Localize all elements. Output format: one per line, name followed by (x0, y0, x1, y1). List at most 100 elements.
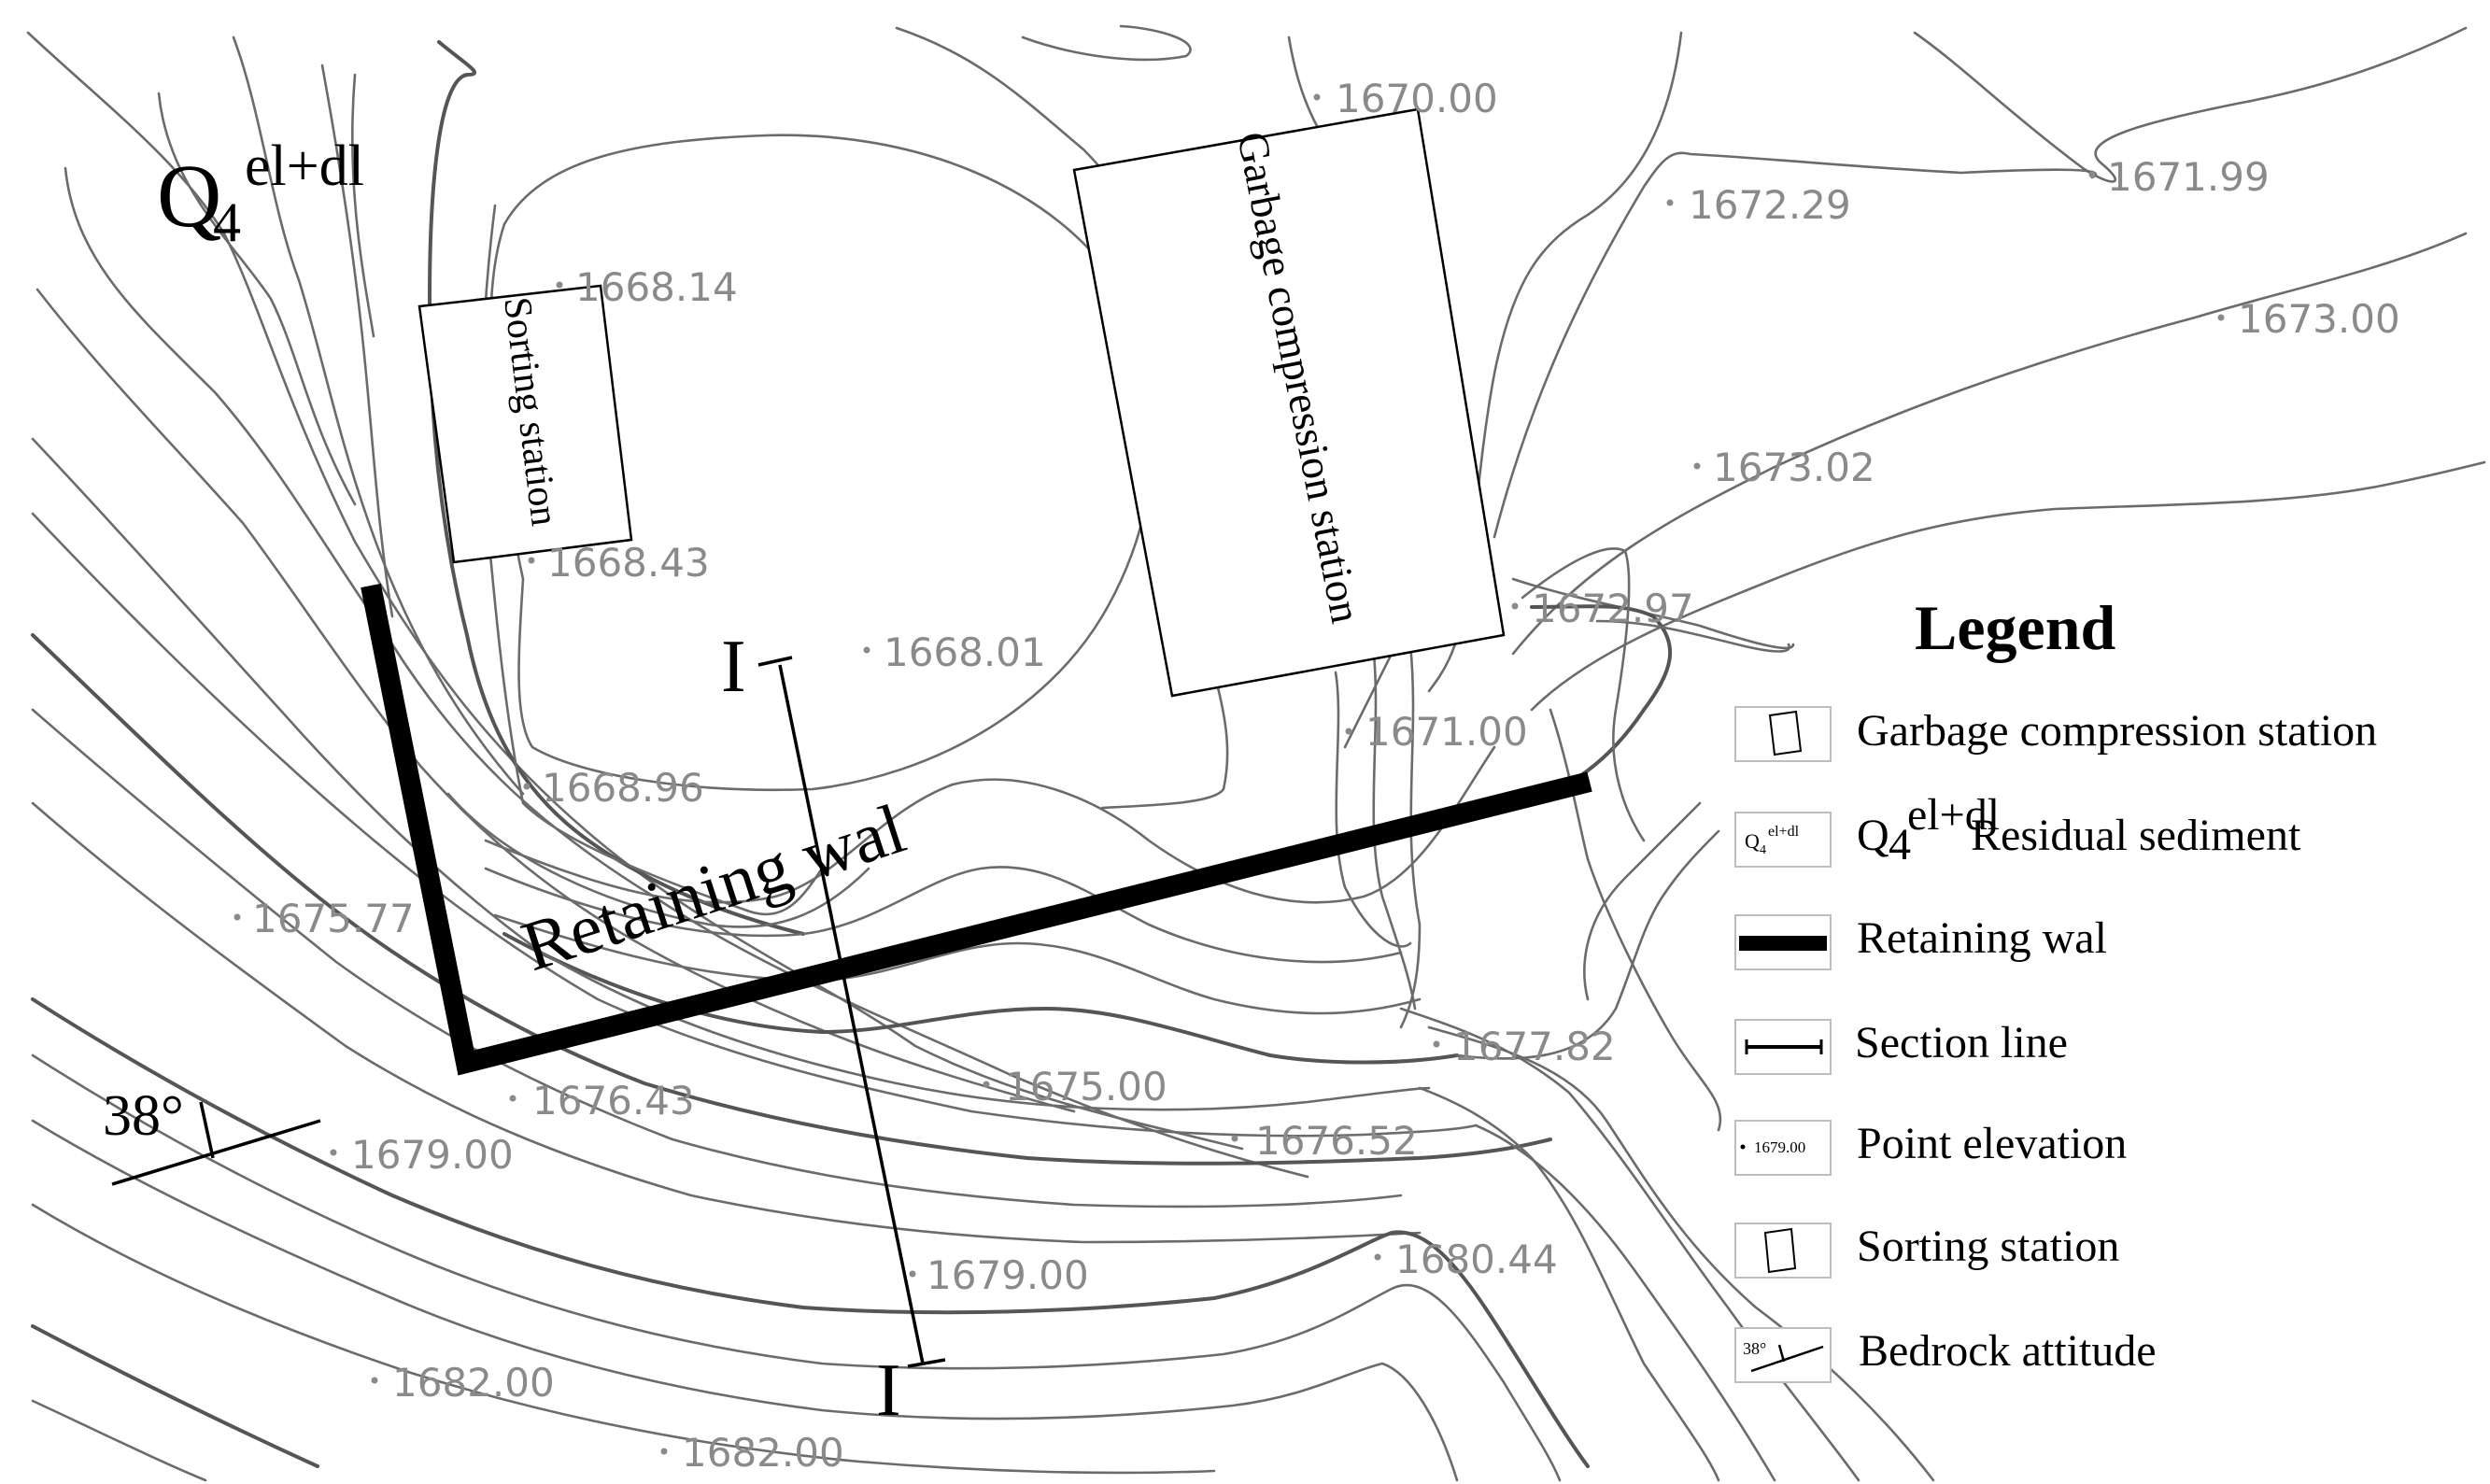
contour-line (1100, 671, 1229, 810)
point-elevation: 1672.97 (1511, 586, 1694, 631)
legend-bedrock-icon-text: 38° (1743, 1339, 1766, 1358)
contour-line (1530, 604, 1673, 805)
legend-label: Section line (1855, 1018, 2068, 1067)
point-elevation: 1680.44 (1374, 1237, 1558, 1282)
legend-item: 38° Bedrock attitude (1734, 1326, 2157, 1383)
elevation-label: 1673.02 (1713, 445, 1875, 490)
point-elevation: 1672.29 (1666, 182, 1851, 228)
legend-label-sub: 4 (1889, 820, 1911, 869)
elevation-dot (1433, 1040, 1440, 1048)
legend-bedrock-dip-tick (1777, 1344, 1786, 1363)
legend-title: Legend (1915, 592, 2116, 663)
elevation-label: 1672.97 (1532, 586, 1694, 631)
elevation-dot (1345, 728, 1352, 735)
elevation-dot (1313, 93, 1321, 101)
point-elevation: 1671.99 (2088, 154, 2270, 200)
elevation-label: 1671.99 (2107, 154, 2270, 200)
legend-label-rest: Residual sediment (1971, 811, 2301, 860)
q4-subscript: 4 (213, 191, 241, 253)
contour-line (31, 997, 1590, 1468)
contour-line (502, 932, 1459, 1065)
contour-line (1913, 26, 2468, 183)
contour-line (157, 92, 357, 506)
section-line-i-i: I I (721, 626, 946, 1432)
sorting-station-footprint (417, 284, 633, 564)
elevation-label: 1668.96 (542, 765, 704, 811)
elevation-label: 1671.00 (1365, 709, 1528, 755)
contour-line (31, 708, 1403, 1208)
elevation-dot (2088, 171, 2096, 178)
contour-line (1474, 1124, 1776, 1482)
contour-line (1521, 547, 1646, 842)
bedrock-attitude-symbol: 38° (103, 1084, 321, 1186)
contour-line (1595, 619, 1791, 653)
legend-label: Point elevation (1857, 1119, 2127, 1168)
legend-q4-icon-sup: el+dl (1768, 824, 1800, 840)
legend-icon-box (1734, 1120, 1832, 1176)
point-elevation: 1677.82 (1433, 1024, 1616, 1069)
contour-line (1427, 1025, 1935, 1482)
legend-sorting-station-icon (1763, 1227, 1797, 1274)
elevation-label: 1668.01 (884, 629, 1046, 675)
contour-line (1399, 643, 1422, 1029)
point-elevation: 1668.96 (523, 765, 704, 811)
elevation-label: 1679.00 (927, 1252, 1089, 1298)
legend-item: Section line (1734, 1018, 2068, 1075)
contour-line (26, 31, 1244, 1151)
point-elevation: 1676.52 (1231, 1118, 1418, 1164)
contour-line (1455, 829, 1720, 1060)
contour-line (484, 866, 1403, 964)
legend-item: Garbage compression station (1734, 706, 2377, 762)
elevation-label: 1675.00 (1005, 1064, 1167, 1109)
q4-base: Q (157, 146, 221, 246)
elevation-label: 1682.00 (682, 1430, 844, 1476)
section-line-end-tick-top (757, 656, 793, 667)
garbage-compression-station-footprint (1072, 107, 1506, 698)
section-line (778, 664, 925, 1364)
elevation-label: 1680.44 (1395, 1237, 1558, 1282)
legend-item: Q 4 el+dl Q 4 el+dl Residual sediment (1734, 790, 2301, 869)
legend-point-elevation-dot (1740, 1144, 1746, 1150)
legend-label-sup: el+dl (1907, 790, 2000, 840)
elevation-label: 1679.00 (351, 1132, 514, 1178)
legend-icon-box (1734, 812, 1832, 868)
contour-line (31, 1119, 1459, 1482)
elevation-dot (523, 783, 531, 790)
section-line-end-tick-bottom (907, 1358, 946, 1368)
legend-bedrock-strike-line (1750, 1345, 1824, 1373)
elevation-label: 1677.82 (1453, 1024, 1616, 1069)
point-elevation: 1668.14 (556, 264, 738, 310)
contour-line (1418, 1086, 1720, 1482)
legend-label: Bedrock attitude (1859, 1326, 2157, 1376)
point-elevation: 1682.00 (371, 1360, 555, 1406)
point-elevation: 1682.00 (660, 1430, 844, 1476)
elevation-dot (863, 646, 870, 654)
elevation-dot (556, 281, 563, 289)
legend-q4-icon-base: Q (1745, 829, 1760, 853)
legend-point-elevation-icon-text: 1679.00 (1754, 1138, 1805, 1156)
legend-retaining-wall-icon (1739, 936, 1827, 951)
elevation-label: 1682.00 (392, 1360, 555, 1406)
elevation-dot (528, 557, 535, 564)
legend-item: 1679.00 Point elevation (1734, 1119, 2127, 1176)
q4-superscript: el+dl (245, 134, 364, 198)
section-label-bottom: I (876, 1350, 901, 1432)
elevation-dot (233, 913, 241, 921)
strike-line (111, 1119, 321, 1186)
elevation-dot (1693, 462, 1701, 470)
elevation-label: 1673.00 (2238, 296, 2400, 342)
contour-line (232, 35, 525, 796)
point-elevation: 1676.43 (509, 1078, 695, 1124)
elevation-label: 1670.00 (1336, 76, 1498, 121)
legend-label: Sorting station (1857, 1222, 2119, 1271)
legend-label: Garbage compression station (1857, 706, 2377, 756)
sorting-station[interactable]: Sorting station (417, 284, 633, 564)
dip-tick (199, 1101, 215, 1159)
contour-line (31, 801, 1422, 1244)
garbage-compression-station[interactable]: Garbage compression station (1072, 107, 1506, 698)
elevation-dot (1374, 1253, 1381, 1261)
contour-line (31, 633, 1552, 1166)
contour-line (320, 64, 394, 618)
contour-line (446, 792, 870, 928)
